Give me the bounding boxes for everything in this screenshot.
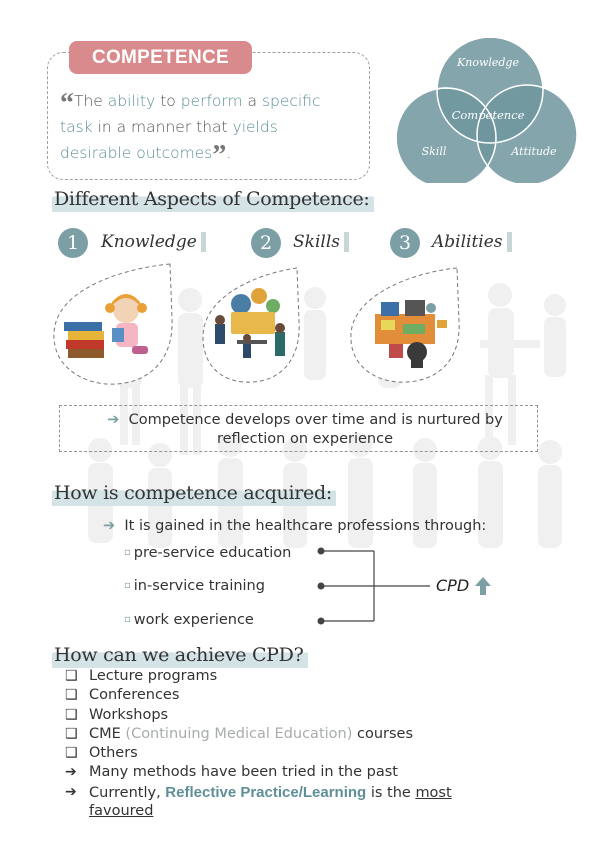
checkbox-bullet-icon: ❑: [65, 668, 78, 684]
arrow-right-icon: ➔: [103, 518, 116, 534]
venn-label-skill: Skill: [422, 145, 447, 158]
venn-circle-attitude: [476, 84, 578, 183]
venn-label-competence: Competence: [452, 108, 525, 122]
achieve-heading: How can we achieve CPD?: [52, 644, 308, 668]
knowledge-illustration: [53, 263, 173, 385]
aspect-label-knowledge: Knowledge: [101, 232, 206, 252]
square-bullet-icon: ▫: [124, 547, 131, 558]
list-item: ➔Many methods have been tried in the pas…: [65, 764, 398, 781]
checkbox-bullet-icon: ❑: [65, 706, 78, 723]
list-item-continuation: favoured: [89, 803, 154, 820]
open-quote: “: [60, 88, 74, 119]
checkbox-bullet-icon: ❑: [65, 687, 78, 704]
aspects-heading: Different Aspects of Competence:: [52, 188, 374, 212]
list-item: ❑Conferences: [65, 687, 180, 704]
arrow-right-icon: ➔: [65, 764, 77, 781]
acquired-intro: ➔ It is gained in the healthcare profess…: [103, 518, 487, 534]
venn-label-knowledge: Knowledge: [456, 56, 519, 69]
aspect-number-3: 3: [390, 228, 420, 258]
competence-tag: COMPETENCE: [69, 41, 252, 74]
checkbox-bullet-icon: ❑: [65, 725, 78, 742]
list-item: ❑Lecture programs: [65, 668, 218, 684]
aspect-label-skills: Skills: [293, 232, 349, 252]
note-box: [59, 405, 538, 452]
square-bullet-icon: ▫: [124, 580, 131, 591]
square-bullet-icon: ▫: [124, 614, 131, 625]
competence-note: ➔ Competence develops over time and is n…: [107, 412, 503, 447]
arrow-up-icon: [475, 577, 491, 595]
source-item: ▫in-service training: [124, 578, 265, 594]
source-item: ▫work experience: [124, 612, 254, 628]
acquired-heading: How is competence acquired:: [52, 482, 336, 506]
source-item: ▫pre-service education: [124, 545, 292, 561]
abilities-illustration: [350, 267, 460, 383]
close-quote: ”: [212, 140, 227, 171]
arrow-right-icon: ➔: [107, 412, 120, 428]
list-item: ❑Workshops: [65, 706, 169, 723]
list-item: ❑CME (Continuing Medical Education) cour…: [65, 725, 414, 742]
aspect-number-2: 2: [251, 228, 281, 258]
cpd-label: CPD: [436, 576, 470, 595]
skills-illustration: [202, 267, 300, 383]
competence-venn-diagram: Knowledge Competence Skill Attitude: [395, 38, 578, 183]
venn-label-attitude: Attitude: [510, 145, 557, 158]
list-item: ❑Others: [65, 745, 138, 762]
cpd-methods-list: ❑Lecture programs ❑Conferences ❑Workshop…: [65, 668, 585, 822]
aspect-number-1: 1: [58, 228, 88, 258]
arrow-right-icon: ➔: [65, 783, 77, 800]
list-item: ➔Currently, Reflective Practice/Learning…: [65, 783, 452, 801]
cpd-connector-lines: [317, 547, 430, 625]
aspect-label-abilities: Abilities: [432, 232, 512, 252]
checkbox-bullet-icon: ❑: [65, 745, 78, 762]
